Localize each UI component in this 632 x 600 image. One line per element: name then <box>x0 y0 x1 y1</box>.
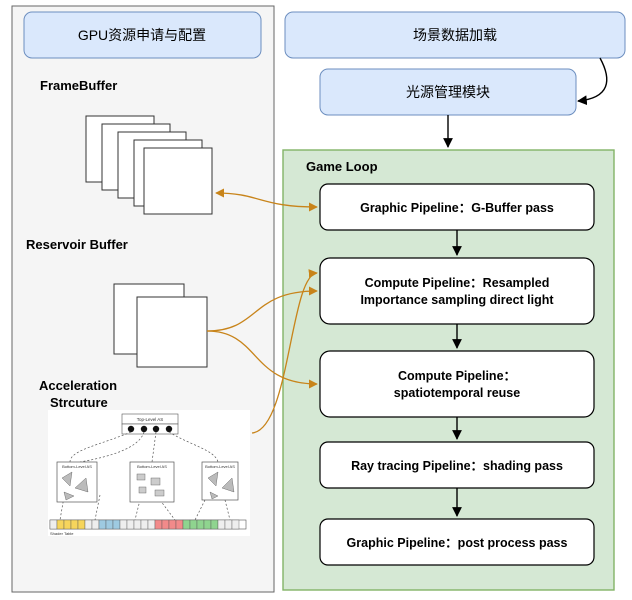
gpu-resource-header <box>23 11 262 59</box>
blas-label-2: Bottom-Level AS <box>137 464 167 469</box>
reservoir-to-spatiotemporal-link <box>206 330 318 389</box>
acceleration-label-line1: Acceleration <box>39 378 117 393</box>
step-gbuffer-label: Graphic Pipeline：G-Buffer pass <box>360 201 554 215</box>
scene-load-box <box>284 11 626 59</box>
step-spatiotemporal-label-line2: spatiotemporal reuse <box>394 386 520 400</box>
framebuffer-gbuffer-link <box>215 188 318 212</box>
blas-label-1: Bottom-Level AS <box>62 464 92 469</box>
game-loop-label: Game Loop <box>306 159 378 174</box>
scene-load-label: 场景数据加载 <box>413 27 497 43</box>
step-resampled-label-line1: Compute Pipeline：Resampled <box>365 276 550 290</box>
blas-label-3: Bottom-Level AS <box>205 464 235 469</box>
reservoir-buffer-label: Reservoir Buffer <box>26 237 128 252</box>
step-spatiotemporal-label-line1: Compute Pipeline： <box>398 369 516 383</box>
step-resampled-importance <box>319 257 595 325</box>
shader-table-label: Shader Table <box>50 531 74 536</box>
step-post-process <box>319 518 595 566</box>
shader-table: Shader Table <box>49 519 247 536</box>
framebuffer-stack-icon <box>85 115 213 215</box>
accel-structure-to-resampled-link <box>251 269 318 434</box>
tlas-label: Top-Level AS <box>137 417 164 422</box>
reservoir-stack-icon <box>113 283 208 368</box>
framebuffer-label: FrameBuffer <box>40 78 117 93</box>
step-resampled-label-line2: Importance sampling direct light <box>360 293 554 307</box>
gpu-resource-header-label: GPU资源申请与配置 <box>78 27 206 43</box>
acceleration-label-line2: Strcuture <box>50 395 108 410</box>
reservoir-to-resampled-link <box>206 286 318 332</box>
step-ray-tracing-label: Ray tracing Pipeline：shading pass <box>351 459 563 473</box>
step-spatiotemporal-reuse <box>319 350 595 418</box>
step-post-process-label: Graphic Pipeline：post process pass <box>347 536 568 550</box>
light-module-label: 光源管理模块 <box>406 84 490 100</box>
scene-to-light-arrow <box>577 57 608 106</box>
acceleration-structure-figure: Top-Level AS Bottom-Level AS Bottom-Leve… <box>48 410 250 536</box>
